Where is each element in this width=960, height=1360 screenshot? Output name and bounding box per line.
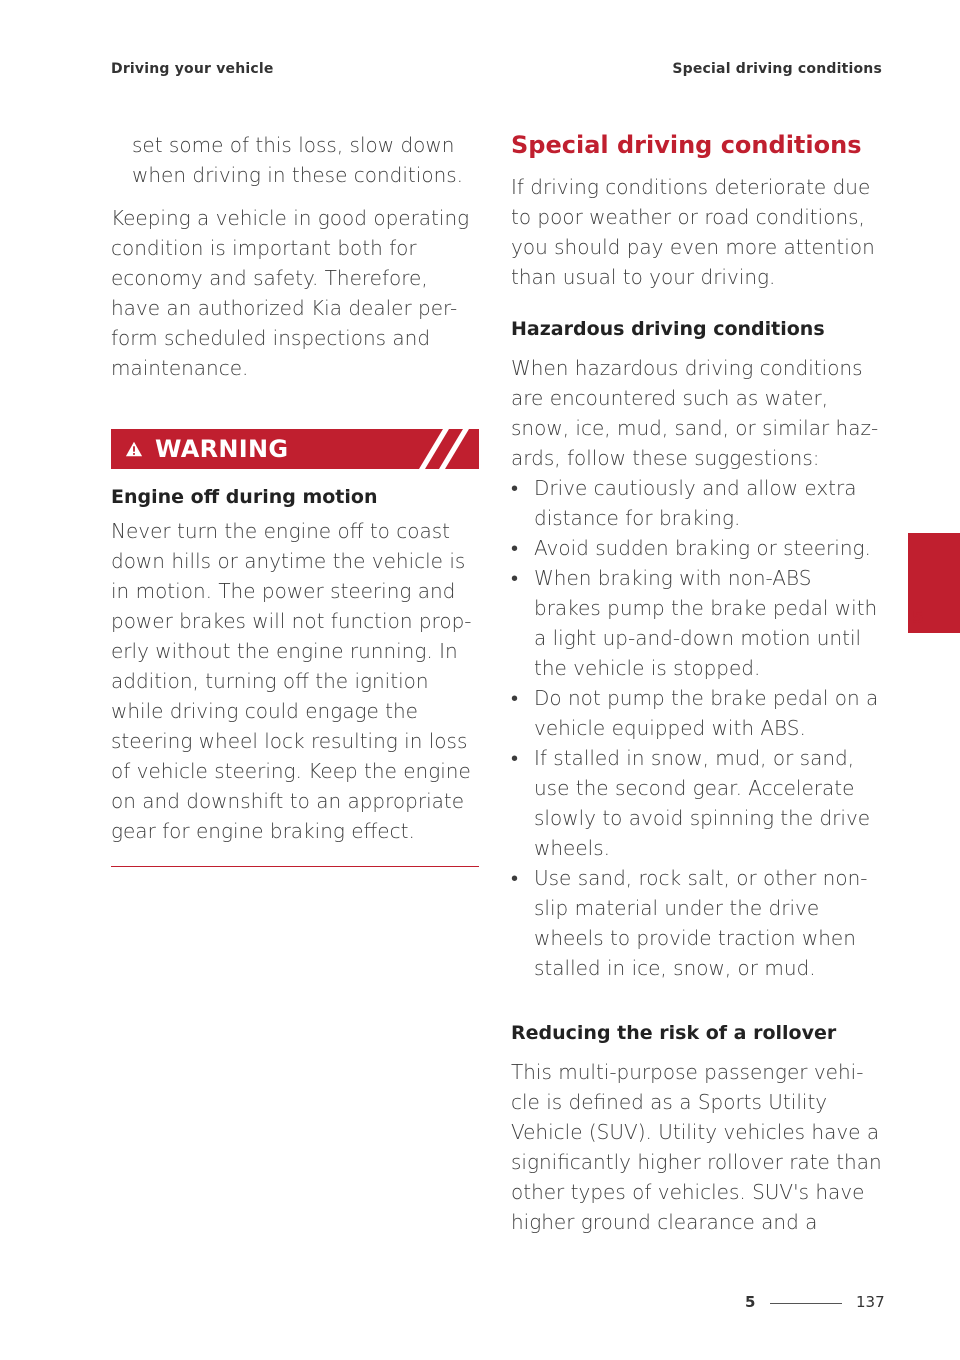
rollover-paragraph: This multi-purpose passenger vehi-cle is… <box>511 1060 882 1234</box>
running-header-left: Driving your vehicle <box>111 61 274 77</box>
right-column: Special driving conditions If driving co… <box>511 130 883 1237</box>
left-column: set some of this loss, slow down when dr… <box>111 130 479 867</box>
bullet-icon: • <box>511 746 519 770</box>
list-item: •Avoid sudden braking or steering. <box>511 533 883 563</box>
intro-paragraph: If driving conditions deteriorate due to… <box>511 175 875 289</box>
hazard-suggestions-list: •Drive cautiously and allow extra distan… <box>511 473 883 983</box>
warning-label: WARNING <box>155 435 289 463</box>
warning-end-divider <box>111 866 479 867</box>
maintenance-paragraph: Keeping a vehicle in good operating cond… <box>111 206 470 380</box>
warning-text: Never turn the engine off to coast down … <box>111 519 472 843</box>
hazard-heading: Hazardous driving conditions <box>511 318 825 340</box>
warning-subtitle: Engine off during motion <box>111 486 378 508</box>
hazard-intro-paragraph: When hazardous driving conditions are en… <box>511 356 879 470</box>
continued-paragraph: set some of this loss, slow down when dr… <box>132 133 464 187</box>
list-item: •When braking with non-ABS brakes pump t… <box>511 563 883 683</box>
warning-triangle-icon <box>125 441 143 457</box>
footer-divider <box>770 1303 842 1304</box>
chapter-tab-number: 5 <box>912 608 924 628</box>
chapter-tab <box>908 533 960 633</box>
bullet-icon: • <box>511 476 519 500</box>
bullet-icon: • <box>511 536 519 560</box>
bullet-icon: • <box>511 866 519 890</box>
warning-stripes-decoration <box>419 429 479 469</box>
section-title: Special driving conditions <box>511 131 862 159</box>
running-header-right: Special driving conditions <box>672 61 882 77</box>
warning-banner: WARNING <box>111 429 479 469</box>
list-item: •Do not pump the brake pedal on a vehicl… <box>511 683 883 743</box>
list-item: •If stalled in snow, mud, or sand, use t… <box>511 743 883 863</box>
list-item: •Use sand, rock salt, or other non-slip … <box>511 863 883 983</box>
bullet-icon: • <box>511 686 519 710</box>
list-item: •Drive cautiously and allow extra distan… <box>511 473 883 533</box>
page-number: 137 <box>856 1293 885 1311</box>
rollover-heading: Reducing the risk of a rollover <box>511 1022 837 1044</box>
bullet-icon: • <box>511 566 519 590</box>
footer-chapter-number: 5 <box>745 1293 756 1311</box>
